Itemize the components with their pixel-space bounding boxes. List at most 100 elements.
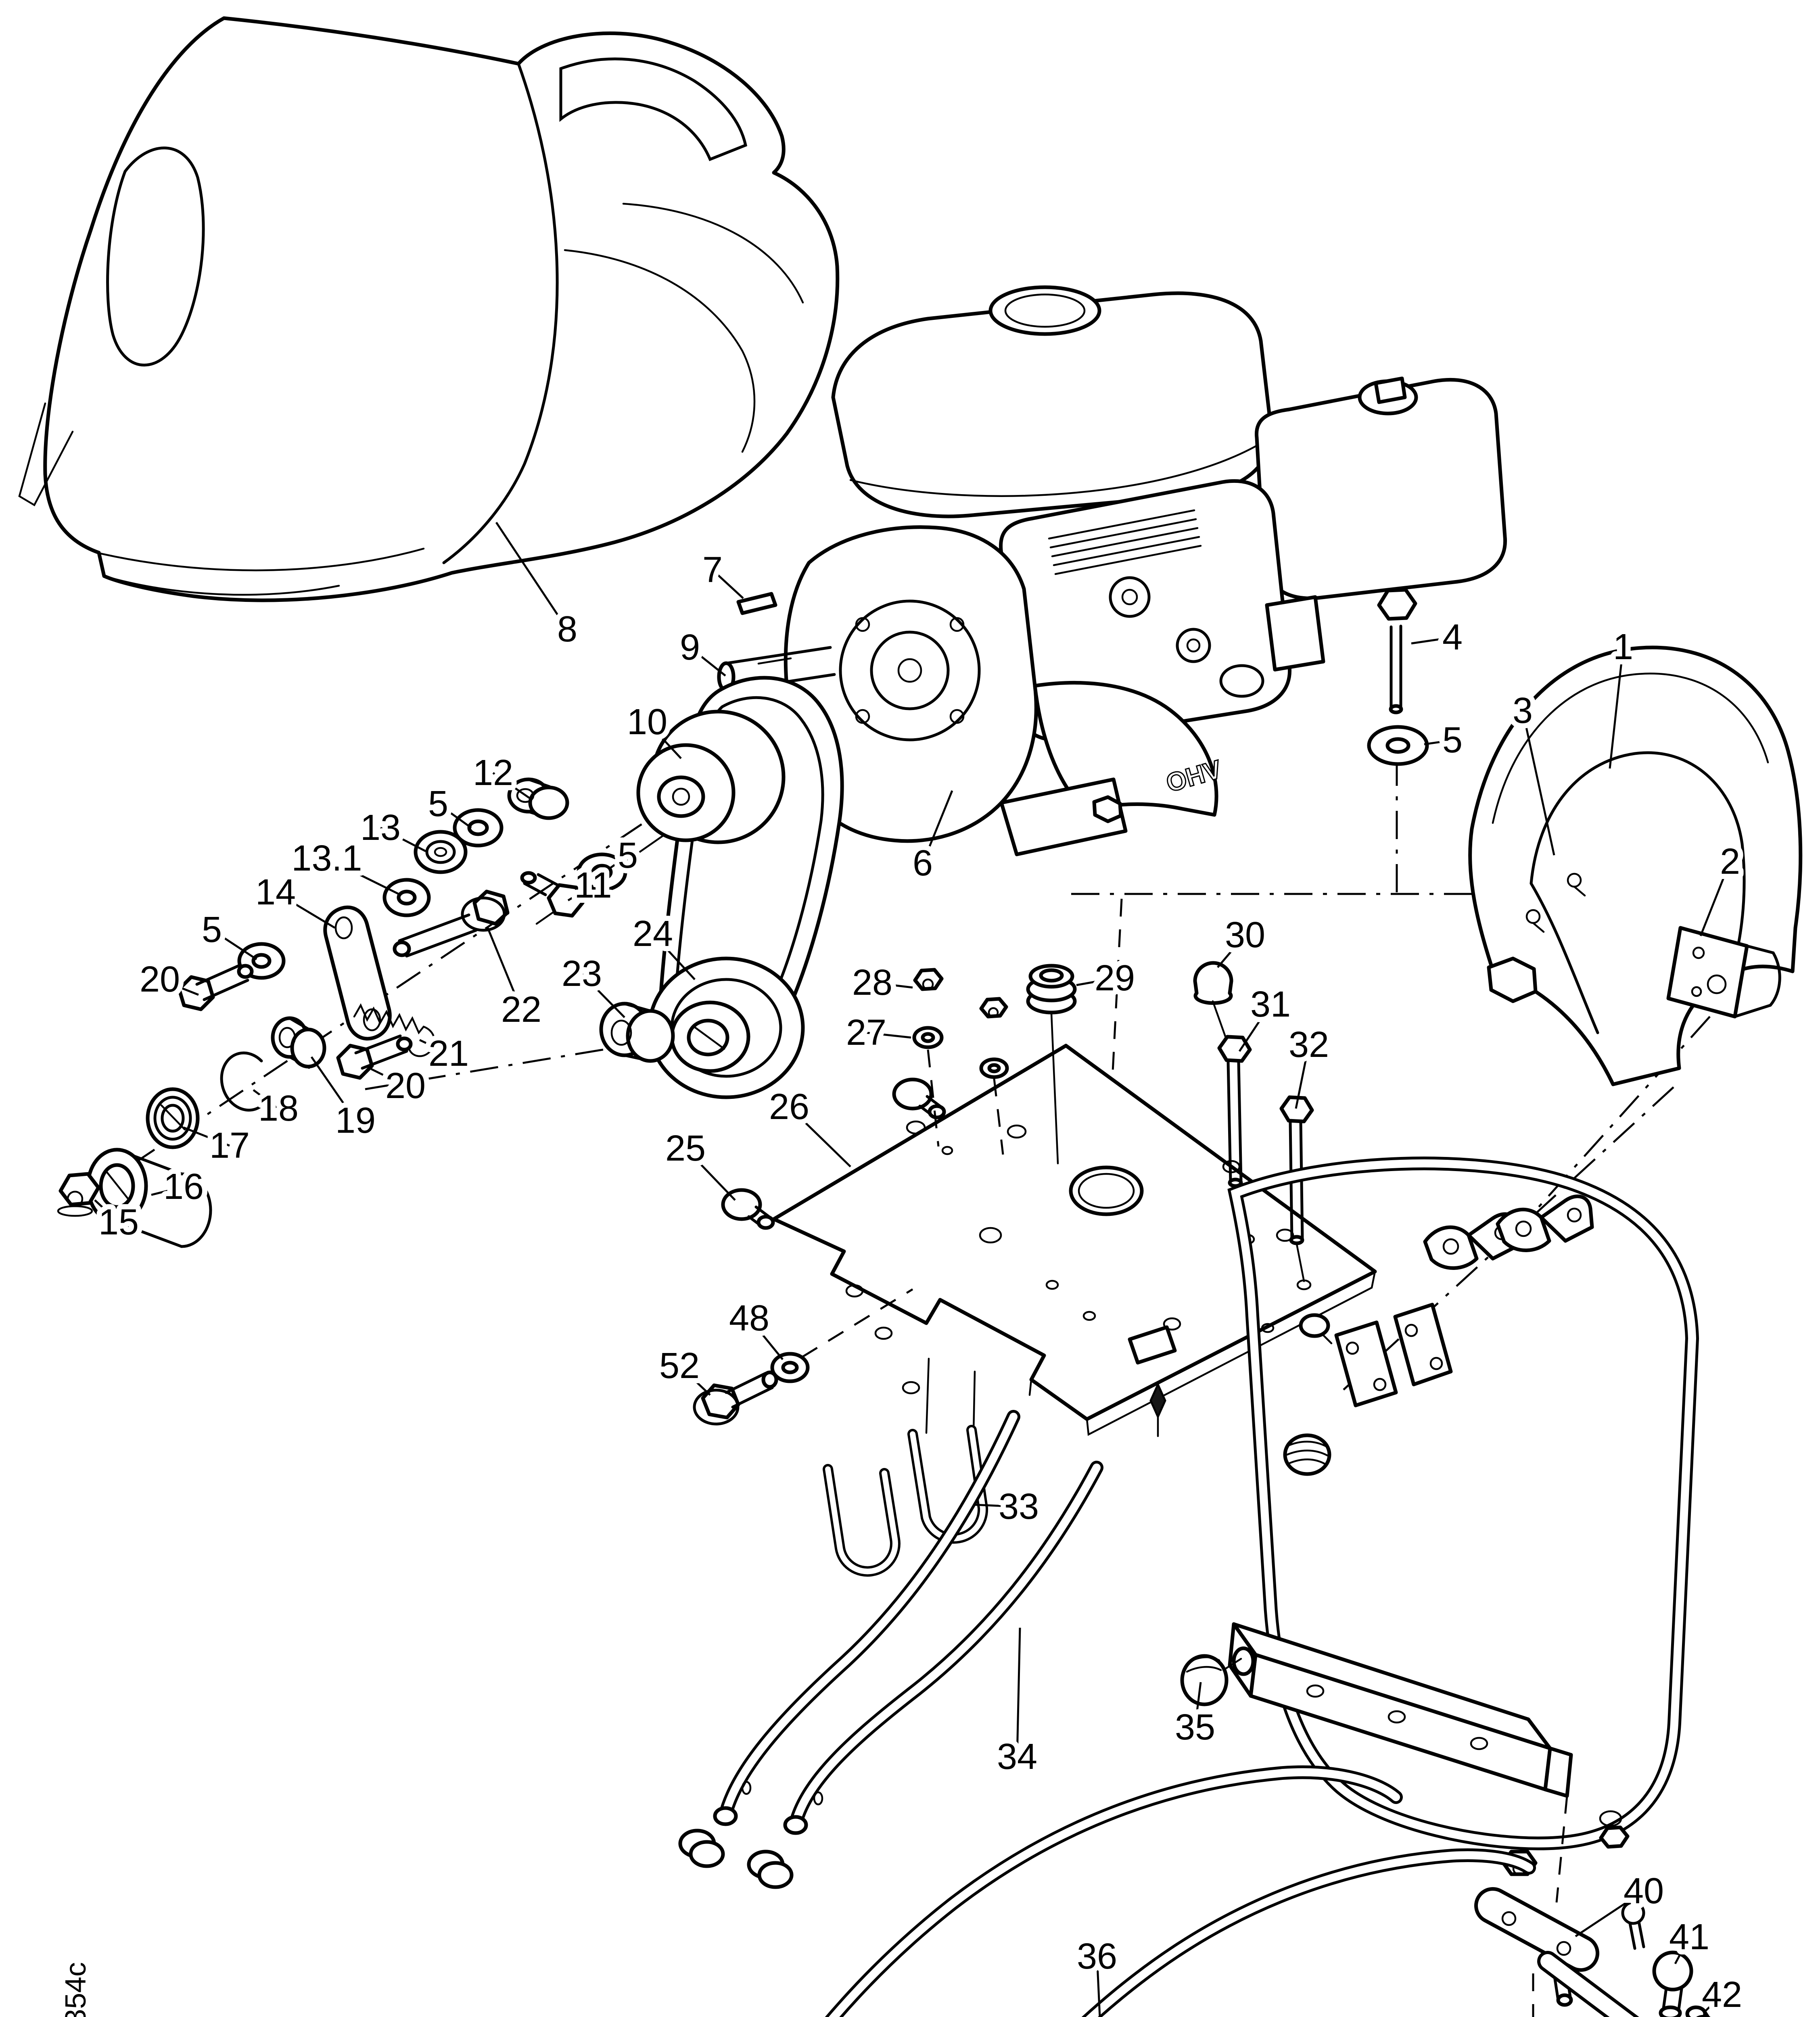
leader-line-29 (1076, 977, 1115, 986)
small-nut (1599, 1825, 1630, 1849)
lock-nut-part-28 (913, 968, 944, 991)
part-callout-5-engine: 5 (1442, 720, 1463, 760)
leader-line-9 (689, 647, 726, 677)
part-callout-26: 26 (769, 1087, 809, 1127)
bolt-part-32 (1279, 1095, 1314, 1282)
part-callout-35: 35 (1175, 1707, 1215, 1748)
bolt-20-lower (336, 1044, 374, 1080)
button-screw (1299, 1313, 1330, 1338)
nut-part-15 (59, 1172, 100, 1207)
part-callout-31: 31 (1250, 984, 1291, 1025)
leader-line-42 (1703, 1994, 1723, 2014)
leader-line-6 (921, 790, 953, 864)
leader-line-23 (581, 973, 625, 1018)
depth-stake-assembly (1474, 1887, 1711, 2017)
push-rivet-part-25 (721, 1188, 775, 1230)
bolt-part-22-head (472, 889, 510, 926)
leader-line-30 (1217, 934, 1246, 968)
cover-part-8 (18, 16, 840, 602)
part-callout-3: 3 (1513, 691, 1533, 731)
washer-48-upper (770, 1288, 913, 1383)
belt-drive (599, 592, 844, 1099)
end-plug-part-35 (1180, 1654, 1242, 1706)
handlebar-part-36 (825, 1765, 1536, 2017)
leader-line-12 (492, 772, 530, 799)
engine-bolt (1092, 795, 1123, 823)
leader-line-31 (1238, 1004, 1272, 1052)
threaded-plug (1283, 1433, 1331, 1476)
part-callout-4: 4 (1442, 617, 1463, 658)
part-callout-27: 27 (846, 1013, 886, 1053)
part-callout-30: 30 (1225, 915, 1265, 955)
part-callout-5-upper: 5 (428, 784, 448, 824)
leader-line-24 (652, 933, 696, 980)
part-callout-42: 42 (1702, 1975, 1742, 2015)
washer-part-13 (414, 830, 468, 874)
frame-gusset-plates (1334, 1303, 1453, 1407)
leader-line-5-engine (1424, 739, 1453, 745)
part-callout-16: 16 (163, 1167, 204, 1207)
part-callout-40: 40 (1624, 1871, 1664, 1911)
leader-line-20-left (159, 978, 199, 996)
part-callout-18: 18 (258, 1088, 299, 1129)
leader-line-5-left (211, 929, 257, 960)
spring-part-21 (353, 1003, 436, 1057)
part-callout-41: 41 (1669, 1917, 1709, 1957)
part-callout-19: 19 (335, 1100, 376, 1141)
roller-set (57, 1016, 326, 1248)
part-callout-17: 17 (209, 1125, 250, 1166)
leader-line-2 (1699, 861, 1731, 936)
air-filter-box (1254, 378, 1507, 600)
tube-end-caps (678, 1829, 794, 1889)
leader-line-41 (1674, 1936, 1690, 1965)
leader-line-33 (973, 1503, 1019, 1508)
leader-line-27 (866, 1031, 911, 1039)
lower-tubes-part-34 (678, 1410, 1103, 1889)
idler-hardware-cluster (177, 777, 627, 1080)
leader-line-19 (310, 1056, 357, 1121)
hitch-pin (1621, 1901, 1645, 1950)
part-callout-13.1: 13.1 (291, 838, 362, 879)
leader-line-4 (1411, 636, 1453, 645)
part-callout-14: 14 (255, 872, 296, 912)
part-callout-25: 25 (665, 1128, 706, 1169)
knob-part-41 (1652, 1950, 1693, 2017)
leader-line-40 (1575, 1890, 1644, 1938)
leader-line-20-lower (370, 1068, 406, 1087)
leader-line-22 (486, 927, 522, 1010)
leader-line-18 (253, 1089, 279, 1110)
part-callout-34: 34 (997, 1737, 1037, 1777)
frame-ear-clamps (1423, 1194, 1594, 1270)
part-callout-5-left: 5 (202, 910, 222, 950)
leader-line-28 (872, 981, 913, 989)
part-callout-28: 28 (852, 963, 892, 1003)
leader-line-3 (1521, 710, 1555, 856)
part-callout-20-lower: 20 (385, 1066, 426, 1106)
part-callout-22: 22 (501, 990, 541, 1030)
leader-line-13 (380, 827, 426, 852)
carburetor (1265, 595, 1325, 672)
circlip-part-18 (220, 1051, 265, 1112)
washer-part-27 (912, 1026, 944, 1147)
engine-part-6: OHV (717, 285, 1507, 856)
leader-line-35 (1194, 1682, 1202, 1728)
leader-line-32 (1295, 1044, 1310, 1109)
part-callout-36: 36 (1077, 1936, 1117, 1977)
bolt-4-washer-5 (1367, 588, 1429, 766)
leader-line-13.1 (326, 857, 401, 896)
leader-line-15 (94, 1199, 119, 1223)
engine-mount-foot (999, 777, 1128, 856)
bolt-part-31 (1217, 1035, 1252, 1236)
part-callout-29: 29 (1095, 958, 1135, 998)
part-callout-24: 24 (633, 914, 673, 954)
leader-lines-layer (94, 522, 1731, 2017)
base-plate-part-26 (772, 1044, 1377, 1421)
part-callout-13: 13 (360, 808, 401, 848)
part-callout-6: 6 (913, 843, 933, 883)
link-arm-part-14 (323, 905, 392, 1041)
wing-nut (1374, 376, 1407, 404)
base-plate-assembly (693, 961, 1377, 1437)
